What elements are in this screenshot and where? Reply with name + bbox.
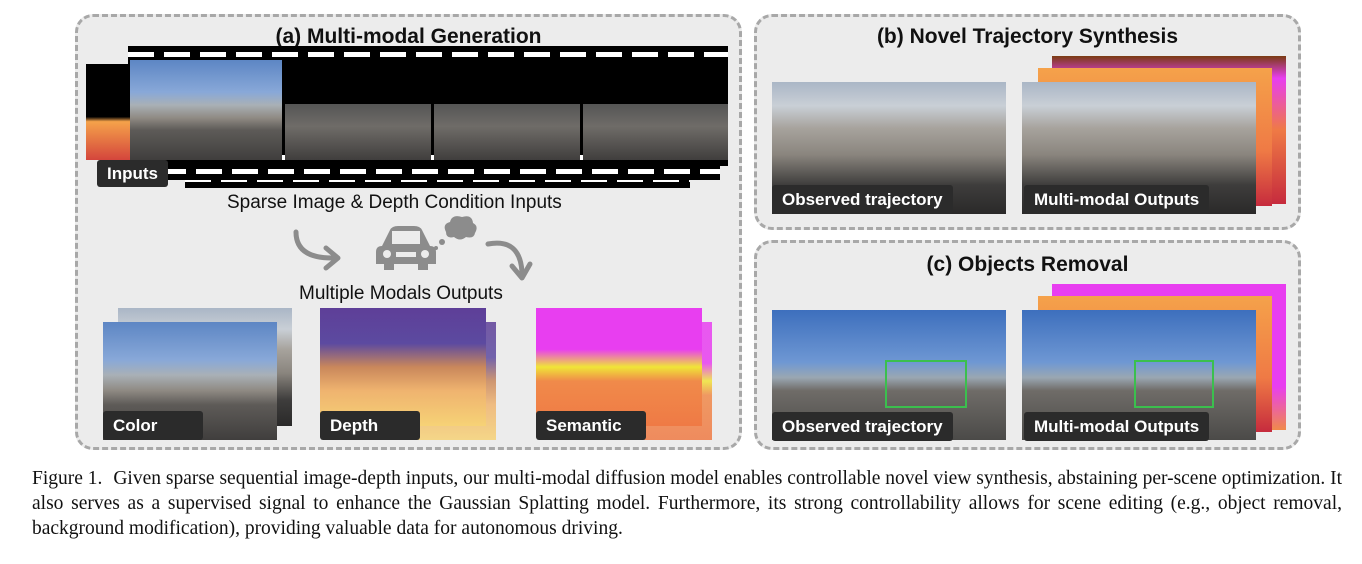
panel-c-title: (c) Objects Removal [926,253,1129,276]
caption-text: Given sparse sequential image-depth inpu… [32,468,1342,539]
object-bounding-box [885,360,967,408]
depth-tag: Depth [320,411,420,440]
multimodal-outputs-tag-c: Multi-modal Outputs [1024,412,1210,441]
inputs-tag: Inputs [97,160,168,187]
observed-trajectory-tag-b: Observed trajectory [772,185,953,214]
figure-caption: Figure 1. Given sparse sequential image-… [32,466,1342,541]
sparse-frame-1 [285,104,431,160]
sparse-frame-2 [434,104,580,160]
multimodal-outputs-tag-b: Multi-modal Outputs [1024,185,1210,214]
panel-a-title: (a) Multi-modal Generation [275,25,542,48]
color-input-frame [130,60,282,160]
depth-output-image [320,308,486,426]
multiple-outputs-label: Multiple Modals Outputs [299,283,503,304]
panel-b-title: (b) Novel Trajectory Synthesis [876,25,1179,48]
observed-trajectory-tag-c: Observed trajectory [772,412,953,441]
semantic-output-image [536,308,702,426]
curved-arrow-right-icon [485,240,533,281]
depth-input-thumbnail [86,64,130,160]
condition-inputs-label: Sparse Image & Depth Condition Inputs [227,192,562,213]
car-icon [376,226,436,270]
caption-lead: Figure 1. [32,468,103,489]
color-tag: Color [103,411,203,440]
removed-object-bounding-box [1134,360,1214,408]
curved-arrow-left-icon [293,229,341,271]
sparse-frame-3 [583,104,728,160]
semantic-tag: Semantic [536,411,646,440]
thought-cloud-icon [434,216,477,250]
